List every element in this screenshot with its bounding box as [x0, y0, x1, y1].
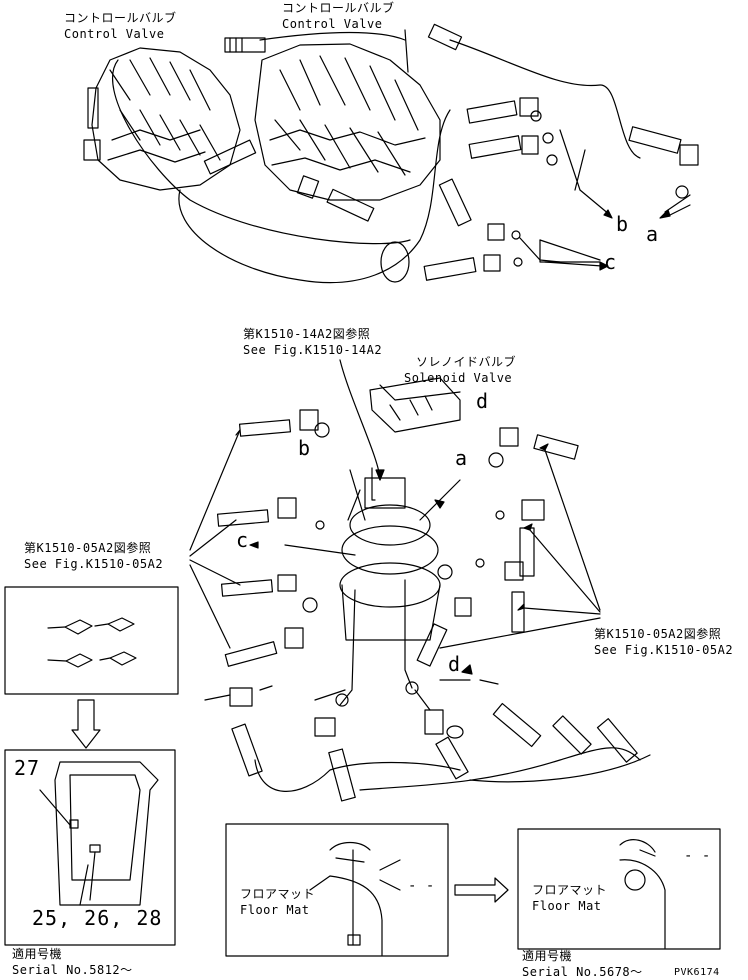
control-valve-right-jp: コントロールバルブ — [282, 1, 395, 15]
letter-c-top: c — [604, 250, 618, 274]
control-valve-left-en: Control Valve — [64, 27, 165, 41]
letter-b-top: b — [616, 212, 630, 236]
central-manifold-assembly — [189, 359, 601, 706]
floor-mat-left-en: Floor Mat — [240, 903, 310, 917]
letter-d-lower: d — [448, 652, 462, 676]
floor-mat-right-dash: - - — [684, 848, 711, 864]
letter-b-mid: b — [298, 436, 312, 460]
ref-14a2-jp: 第K1510-14A2図参照 — [243, 327, 371, 341]
floor-mat-right-jp: フロアマット — [532, 883, 608, 897]
drawing-id: PVK6174 — [674, 967, 720, 978]
lower-hose-bundle — [204, 681, 651, 802]
cab-inset — [4, 749, 176, 946]
serial-right-jp: 適用号機 — [522, 949, 573, 963]
floor-mat-left-dash: - - — [408, 878, 435, 894]
letter-d-solenoid: d — [476, 389, 490, 413]
control-valve-right-en: Control Valve — [282, 17, 383, 31]
floor-mat-arrow — [454, 877, 509, 903]
letter-a-mid: a — [455, 446, 469, 470]
ref-05a2-right-en: See Fig.K1510-05A2 — [594, 643, 734, 657]
cab-parts-25-26-28: 25, 26, 28 — [32, 906, 163, 930]
control-valve-left-jp: コントロールバルブ — [64, 11, 177, 25]
serial-left-en: Serial No.5812～ — [12, 963, 133, 977]
floor-mat-detail-left — [225, 823, 449, 957]
floor-mat-right-en: Floor Mat — [532, 899, 602, 913]
letter-c-mid: c — [236, 528, 250, 552]
top-connection-arrows — [544, 189, 691, 271]
ref-05a2-left-jp: 第K1510-05A2図参照 — [24, 541, 152, 555]
ref-14a2-en: See Fig.K1510-14A2 — [243, 343, 383, 357]
serial-left-jp: 適用号機 — [12, 947, 63, 961]
control-valve-assembly — [83, 23, 699, 284]
serial-right-en: Serial No.5678～ — [522, 965, 643, 979]
solenoid-valve-jp: ソレノイドバルブ — [416, 355, 517, 369]
solenoid-valve-en: Solenoid Valve — [404, 371, 513, 385]
ref-05a2-left-en: See Fig.K1510-05A2 — [24, 557, 164, 571]
middle-connection-arrows — [235, 429, 549, 685]
floor-mat-detail-right — [517, 828, 721, 950]
ref-05a2-right-jp: 第K1510-05A2図参照 — [594, 627, 722, 641]
inset-down-arrow — [71, 699, 101, 749]
letter-a-top: a — [646, 222, 660, 246]
floor-mat-left-jp: フロアマット — [240, 887, 316, 901]
cab-part-27: 27 — [14, 756, 41, 780]
mat-parts-inset — [4, 586, 179, 695]
